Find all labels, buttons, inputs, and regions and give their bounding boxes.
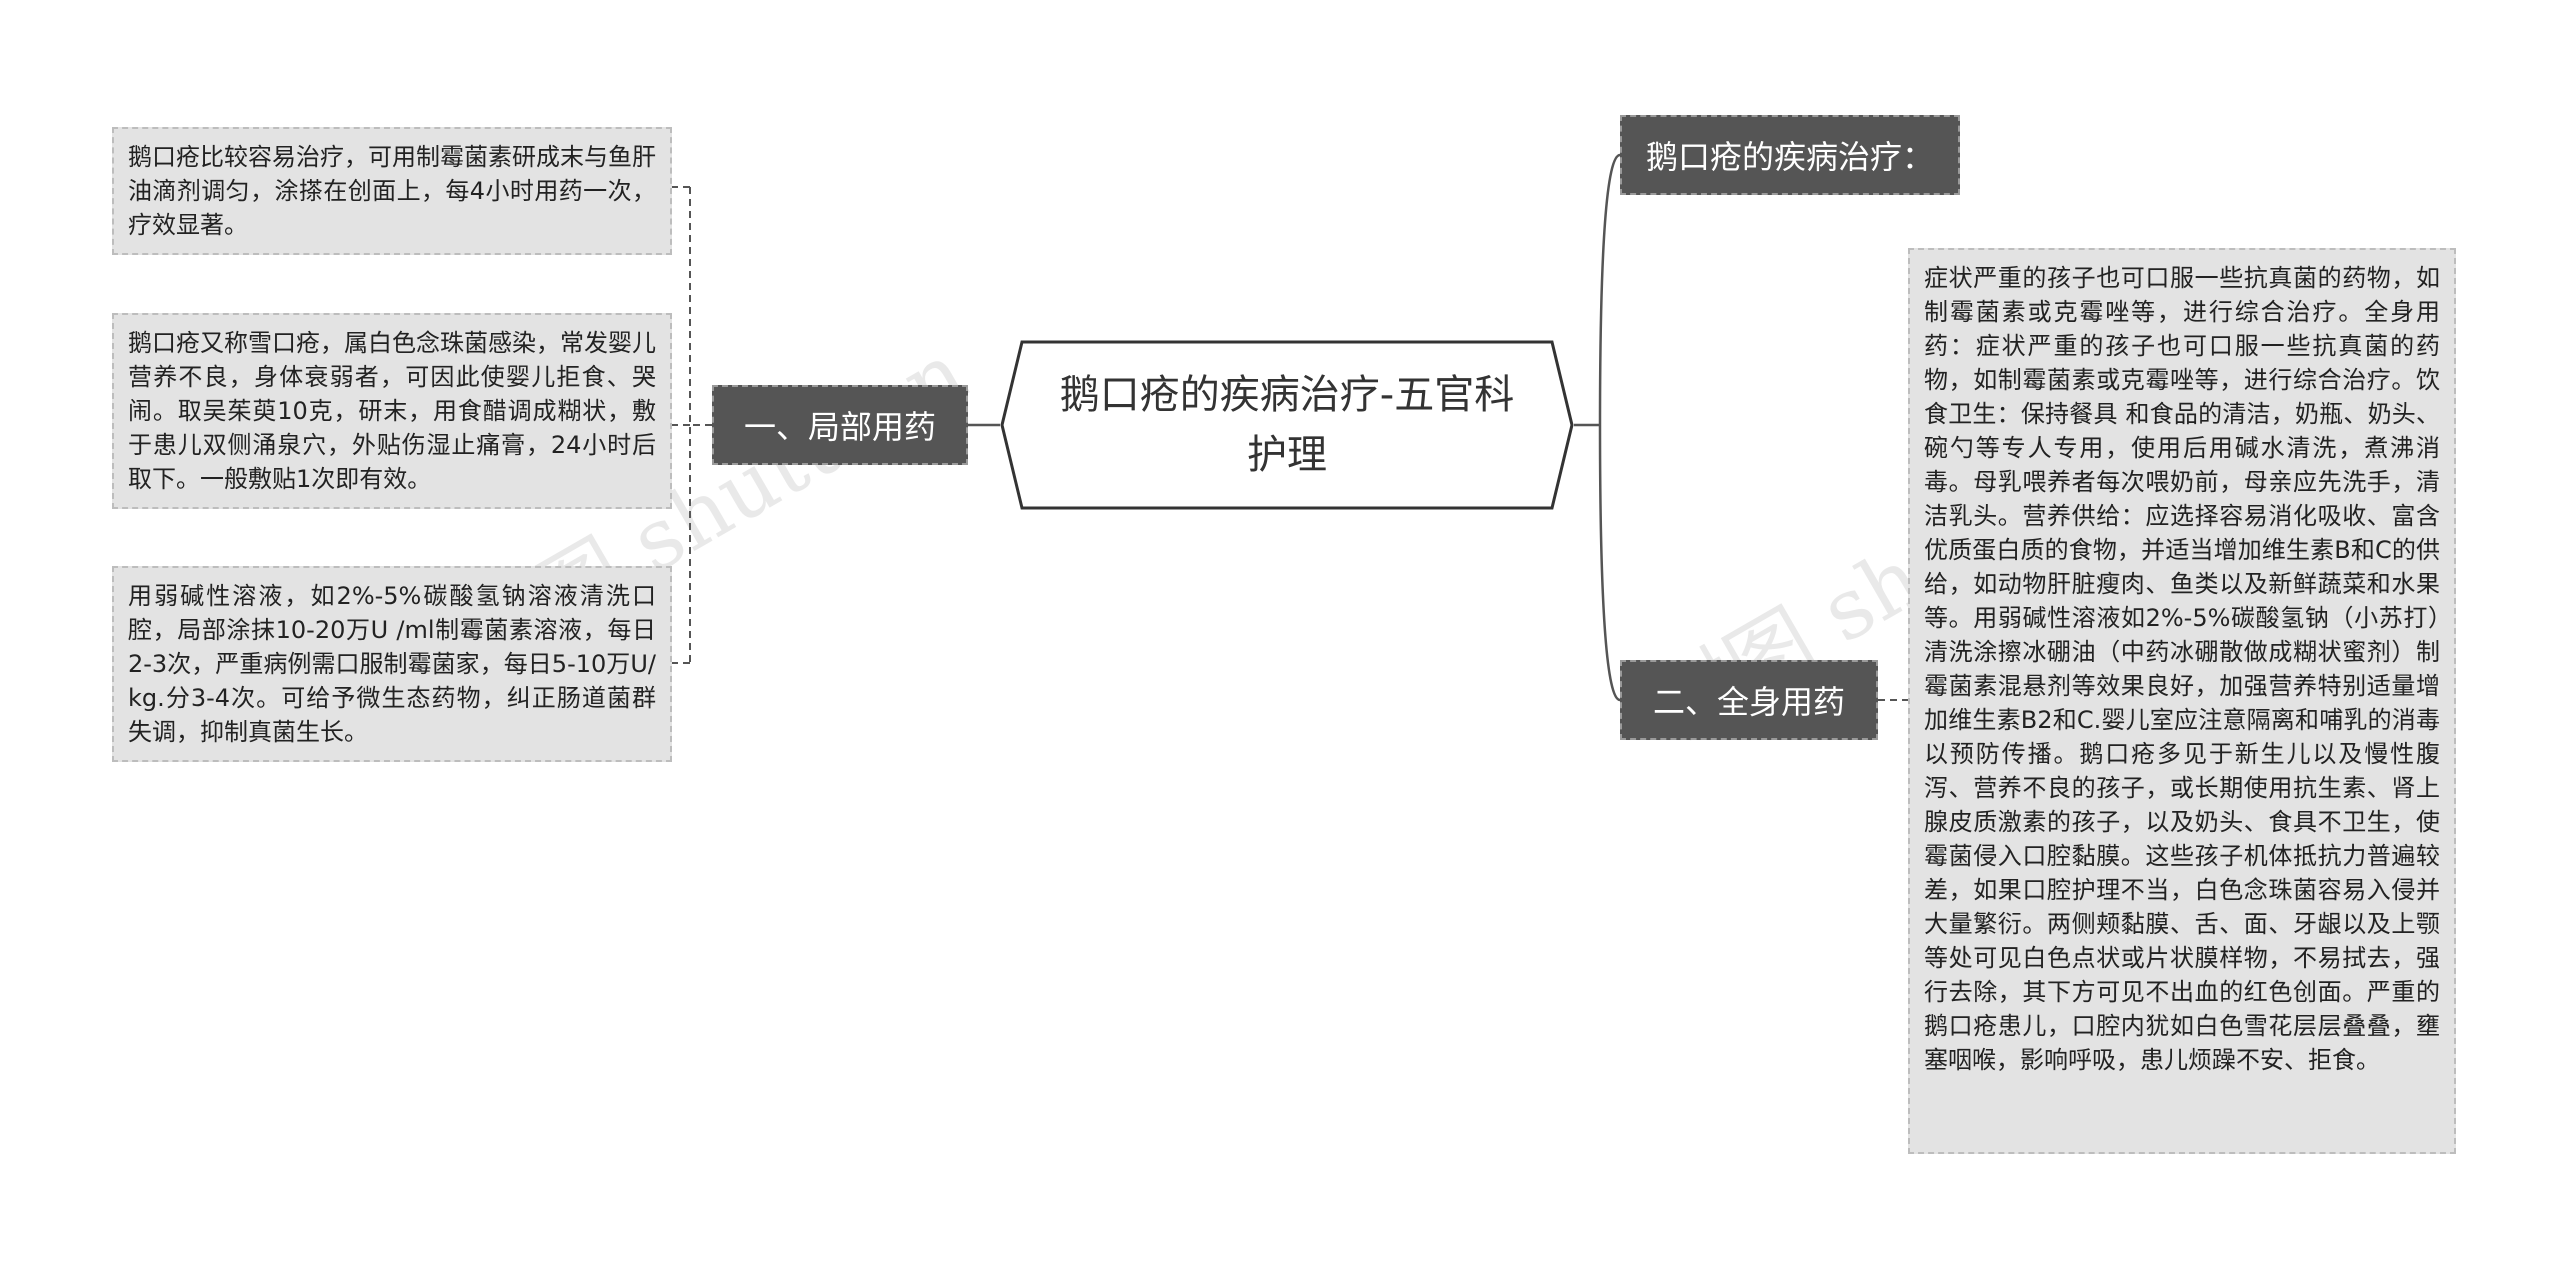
branch-local-medication[interactable]: 一、局部用药 bbox=[712, 385, 968, 465]
root-hexagon-shape bbox=[1000, 340, 1574, 510]
branch-treatment-heading[interactable]: 鹅口疮的疾病治疗： bbox=[1620, 115, 1960, 195]
branch-systemic-medication[interactable]: 二、全身用药 bbox=[1620, 660, 1878, 740]
leaf-systemic[interactable]: 症状严重的孩子也可口服一些抗真菌的药物，如制霉菌素或克霉唑等，进行综合治疗。全身… bbox=[1908, 248, 2456, 1154]
root-node[interactable]: 鹅口疮的疾病治疗-五官科护理 bbox=[1000, 340, 1574, 510]
root-title: 鹅口疮的疾病治疗-五官科护理 bbox=[1059, 372, 1515, 478]
connector-right-bottom bbox=[1598, 424, 1621, 702]
leaf-local-1[interactable]: 鹅口疮比较容易治疗，可用制霉菌素研成末与鱼肝油滴剂调匀，涂搽在创面上，每4小时用… bbox=[112, 127, 672, 255]
leaf-local-2[interactable]: 鹅口疮又称雪口疮，属白色念珠菌感染，常发婴儿营养不良，身体衰弱者，可因此使婴儿拒… bbox=[112, 313, 672, 509]
connector-right-top bbox=[1598, 153, 1621, 426]
leaf-local-3[interactable]: 用弱碱性溶液，如2%-5%碳酸氢钠溶液清洗口腔，局部涂抹10-20万U /ml制… bbox=[112, 566, 672, 762]
